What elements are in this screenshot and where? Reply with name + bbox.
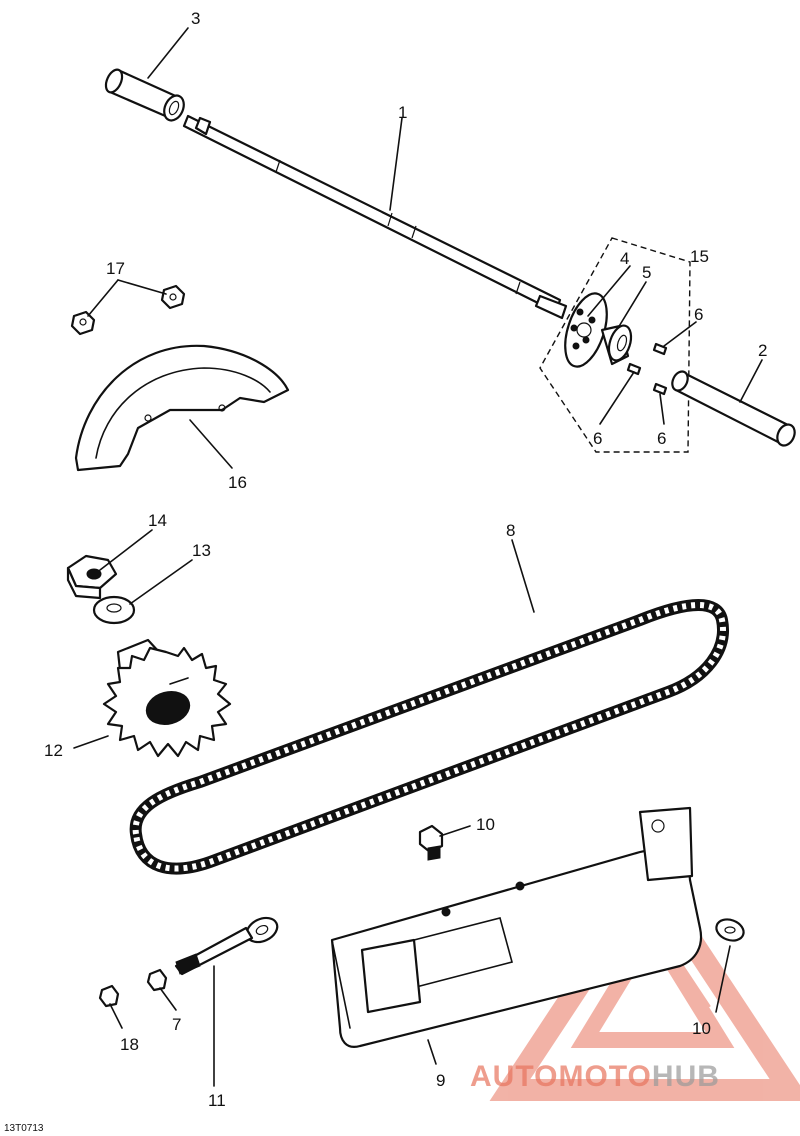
watermark-text: AUTOMOTOHUB [470, 1060, 720, 1093]
svg-text:AUTOMOTOHUB: AUTOMOTOHUB [470, 1060, 720, 1093]
watermark-part-2: HUB [652, 1060, 720, 1093]
callout-12: 12 [44, 741, 63, 760]
part-17-flange-nuts [70, 284, 186, 336]
part-3-bushing [104, 68, 185, 122]
callout-17: 17 [106, 259, 125, 278]
callout-11: 11 [208, 1091, 226, 1110]
callout-6-c: 6 [657, 429, 666, 448]
callout-6-a: 6 [694, 305, 703, 324]
callout-5: 5 [642, 263, 651, 282]
figure-code: 13T0713 [4, 1123, 44, 1134]
part-1-shaft [182, 114, 568, 320]
part-14-nut [66, 554, 118, 600]
part-12-drive-sprocket [102, 638, 232, 758]
part-8-drive-chain [129, 599, 729, 875]
callout-8: 8 [506, 521, 515, 540]
part-11-eye-bolt [174, 916, 279, 976]
callout-1: 1 [398, 103, 407, 122]
callout-10-b: 10 [692, 1019, 711, 1038]
callout-labels: 3 1 15 4 5 6 2 6 6 17 16 14 13 8 12 10 1… [44, 9, 767, 1110]
callout-16: 16 [228, 473, 247, 492]
callout-18: 18 [120, 1035, 139, 1054]
callout-7: 7 [172, 1015, 181, 1034]
callout-14: 14 [148, 511, 167, 530]
part-7-nut [146, 968, 168, 992]
callout-6-b: 6 [593, 429, 602, 448]
part-15-hub-assembly [539, 237, 691, 453]
callout-4: 4 [620, 249, 629, 268]
part-5-hub [600, 324, 633, 366]
watermark-part-1: AUTOMOTO [470, 1060, 652, 1093]
part-18-nut [98, 984, 120, 1008]
part-16-guard [74, 344, 290, 472]
part-10-nuts [418, 824, 745, 942]
part-9-chain-guard [330, 806, 703, 1048]
part-2-stub-shaft [671, 370, 796, 447]
callout-10-a: 10 [476, 815, 495, 834]
callout-15: 15 [690, 247, 709, 266]
leader-lines [73, 27, 763, 1087]
callout-3: 3 [191, 9, 200, 28]
callout-2: 2 [758, 341, 767, 360]
part-13-washer [92, 595, 136, 625]
part-6-bolts [626, 342, 668, 396]
callout-9: 9 [436, 1071, 445, 1090]
callout-13: 13 [192, 541, 211, 560]
